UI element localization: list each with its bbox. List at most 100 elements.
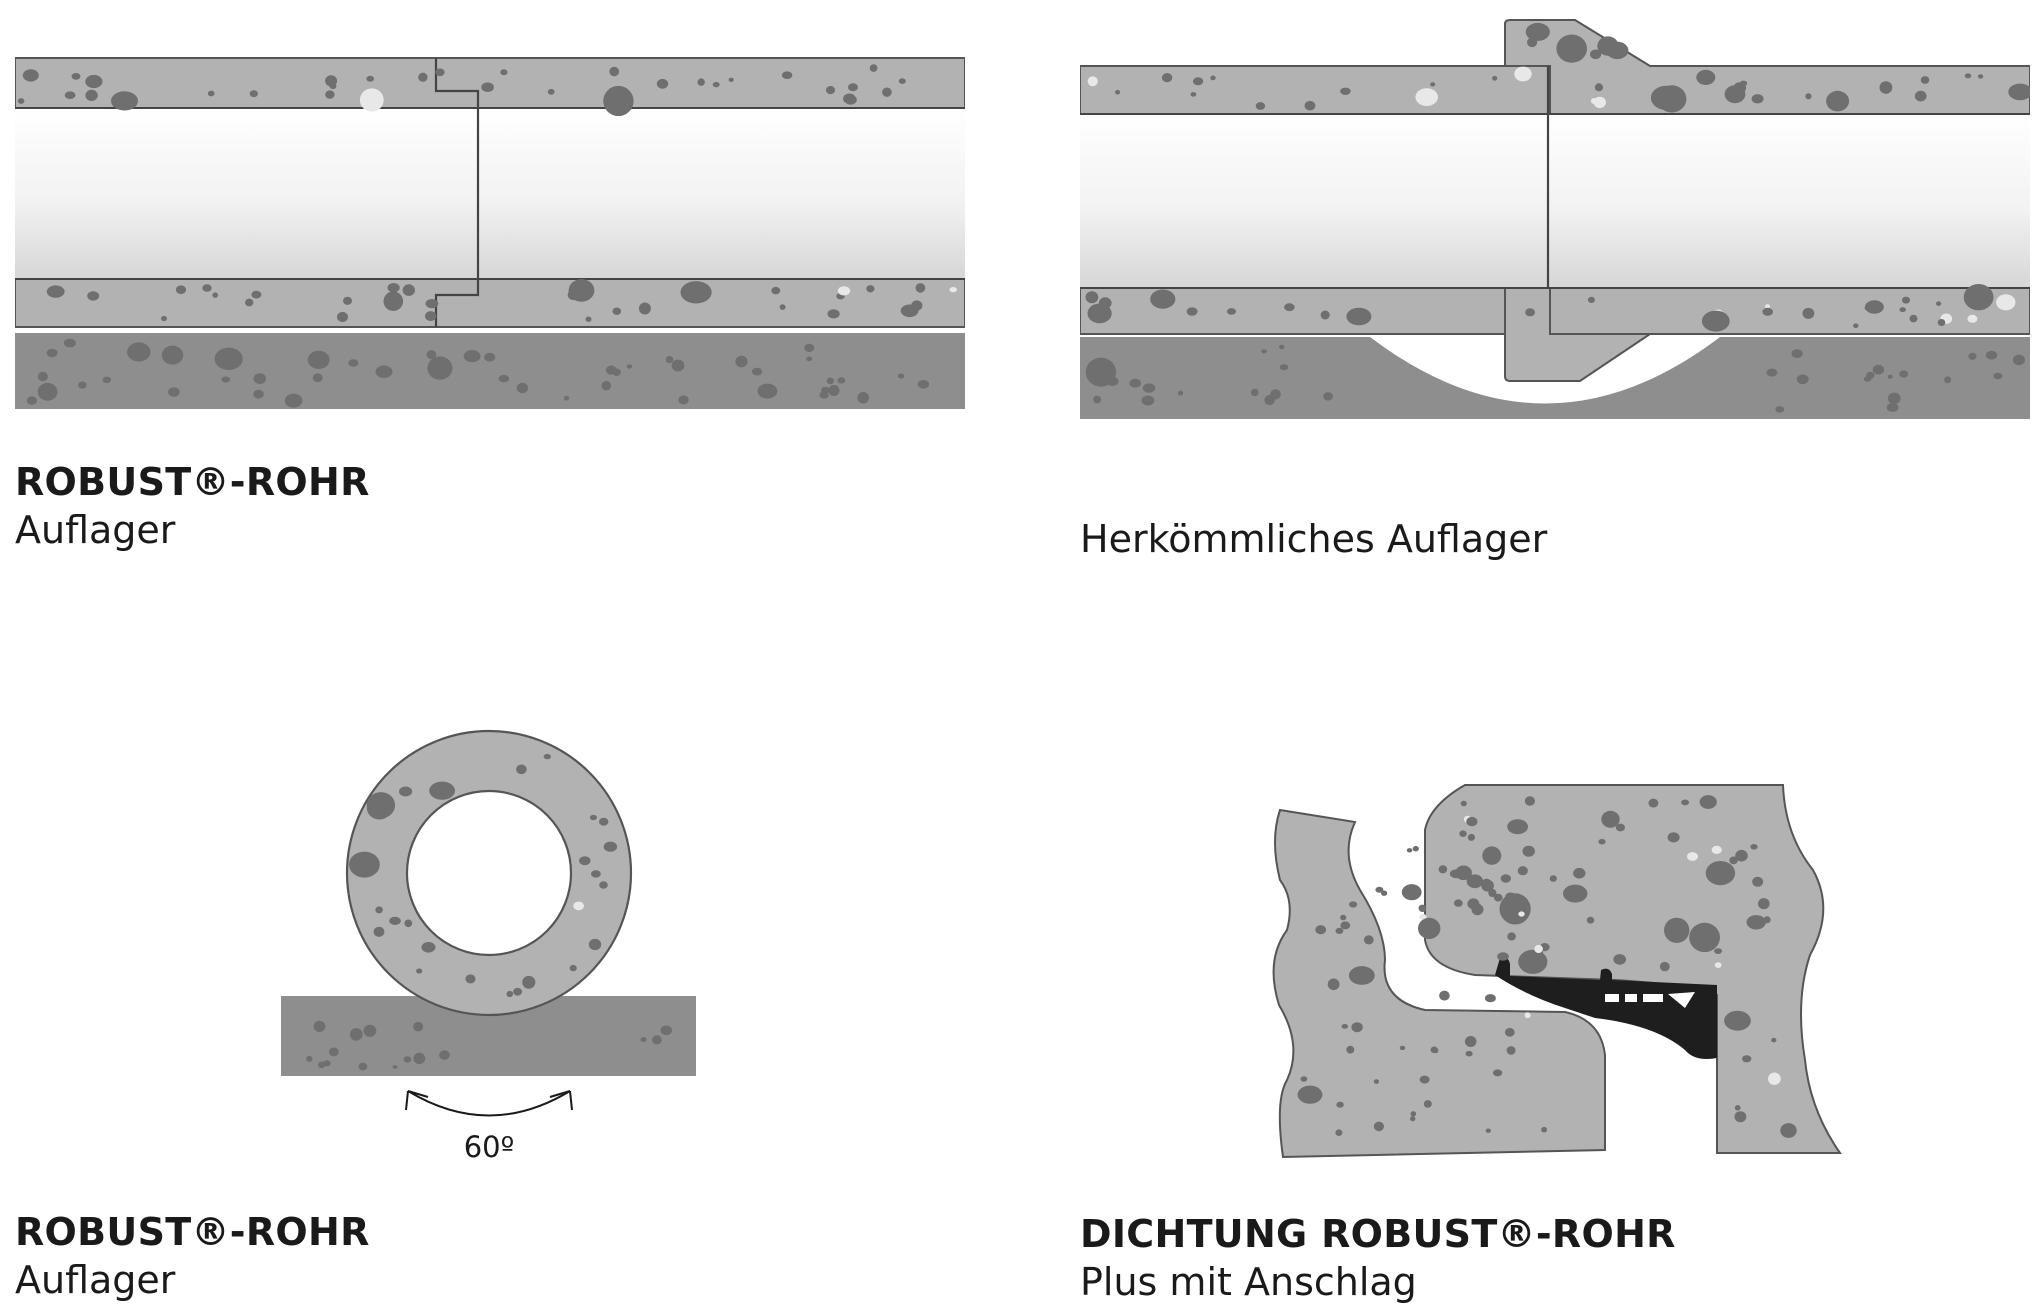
aggregate-pebble — [1500, 874, 1511, 883]
aggregate-pebble — [2008, 83, 2030, 101]
aggregate-pebble — [37, 382, 58, 401]
aggregate-pebble — [1438, 865, 1448, 874]
aggregate-pebble — [1279, 364, 1289, 371]
aggregate-pebble — [1466, 874, 1484, 889]
aggregate-pebble — [1453, 899, 1463, 907]
aggregate-pebble — [85, 89, 98, 101]
aggregate-pebble — [656, 78, 669, 89]
aggregate-pebble — [1518, 949, 1548, 974]
aggregate-pebble — [1129, 378, 1141, 388]
aggregate-pebble — [429, 781, 455, 800]
aggregate-pebble — [402, 284, 415, 296]
aggregate-pebble — [579, 856, 591, 866]
aggregate-pebble — [1587, 296, 1595, 303]
aggregate-pebble — [1696, 69, 1716, 85]
aggregate-pebble — [1601, 810, 1620, 828]
aggregate-pebble — [325, 75, 338, 87]
aggregate-pebble — [771, 286, 781, 295]
aggregate-pebble — [837, 377, 846, 384]
aggregate-pebble — [1449, 869, 1463, 879]
aggregate-pebble — [1158, 293, 1172, 305]
aggregate-pebble — [1853, 323, 1859, 329]
aggregate-pebble — [825, 86, 836, 95]
aggregate-pebble — [728, 77, 734, 82]
aggregate-pebble — [1590, 49, 1602, 60]
aggregate-pebble — [359, 88, 384, 112]
aggregate-pebble — [1493, 893, 1503, 902]
aggregate-pebble — [806, 356, 813, 362]
aggregate-pebble — [1466, 816, 1478, 827]
aggregate-pebble — [1967, 314, 1978, 323]
aggregate-pebble — [1977, 74, 1984, 79]
aggregate-pebble — [63, 338, 76, 348]
aggregate-pebble — [1944, 376, 1952, 384]
aggregate-pebble — [426, 350, 437, 360]
aggregate-pebble — [161, 345, 184, 365]
aggregate-pebble — [78, 381, 87, 389]
aggregate-pebble — [313, 1020, 326, 1033]
aggregate-pebble — [1488, 888, 1497, 898]
aggregate-pebble — [306, 1055, 313, 1062]
aggregate-pebble — [1419, 1075, 1430, 1084]
aggregate-pebble — [568, 279, 595, 302]
aggregate-pebble — [111, 91, 138, 111]
aggregate-pebble — [1507, 819, 1528, 835]
aggregate-pebble — [640, 1037, 647, 1043]
aggregate-pebble — [1556, 34, 1587, 63]
aggregate-pebble — [1261, 349, 1267, 354]
aggregate-pebble — [1659, 961, 1670, 972]
aggregate-pebble — [1902, 296, 1910, 304]
aggregate-pebble — [843, 93, 856, 104]
aggregate-pebble — [1507, 932, 1516, 941]
aggregate-pebble — [1482, 846, 1502, 865]
aggregate-pebble — [1517, 866, 1528, 876]
caption-title: ROBUST®-ROHR — [15, 1210, 370, 1254]
aggregate-pebble — [1886, 402, 1899, 412]
aggregate-pebble — [1866, 371, 1875, 379]
angle-arc — [407, 1090, 571, 1117]
aggregate-pebble — [1439, 990, 1450, 1001]
caption-subtitle: Plus mit Anschlag — [1080, 1260, 1417, 1304]
conventional-pipe-longitudinal-diagram — [1080, 15, 2030, 420]
aggregate-pebble — [404, 919, 413, 928]
aggregate-pebble — [680, 281, 712, 304]
pipe-bore — [405, 789, 573, 957]
aggregate-pebble — [416, 968, 423, 974]
aggregate-pebble — [251, 290, 262, 299]
aggregate-pebble — [949, 287, 957, 293]
aggregate-pebble — [1304, 100, 1316, 111]
aggregate-pebble — [1297, 1085, 1323, 1104]
aggregate-pebble — [64, 91, 76, 99]
aggregate-pebble — [1401, 884, 1422, 901]
aggregate-pebble — [1597, 36, 1619, 56]
aggregate-pebble — [1142, 383, 1156, 393]
aggregate-pebble — [1485, 1128, 1491, 1133]
aggregate-pebble — [358, 1062, 368, 1071]
aggregate-pebble — [1711, 845, 1722, 854]
aggregate-pebble — [87, 291, 100, 301]
aggregate-pebble — [1985, 350, 1998, 360]
aggregate-pebble — [318, 1061, 326, 1069]
aggregate-pebble — [1586, 916, 1595, 924]
aggregate-pebble — [249, 90, 258, 98]
pipe-bore — [15, 108, 965, 279]
aggregate-pebble — [1465, 1050, 1473, 1057]
aggregate-pebble — [202, 284, 212, 292]
aggregate-pebble — [1098, 297, 1112, 309]
aggregate-pebble — [46, 285, 65, 298]
aggregate-pebble — [403, 1056, 412, 1063]
aggregate-pebble — [671, 359, 685, 372]
aggregate-pebble — [498, 374, 509, 383]
aggregate-pebble — [1802, 307, 1815, 319]
aggregate-pebble — [1492, 1069, 1503, 1077]
aggregate-pebble — [1742, 1055, 1752, 1063]
aggregate-pebble — [1522, 845, 1535, 857]
aggregate-pebble — [207, 90, 215, 97]
caption-seal-detail: DICHTUNG ROBUST®-ROHR Plus mit Anschlag — [1080, 1210, 1676, 1306]
aggregate-pebble — [826, 377, 834, 385]
aggregate-pebble — [917, 380, 930, 389]
aggregate-pebble — [610, 96, 618, 102]
aggregate-pebble — [1525, 308, 1535, 317]
aggregate-pebble — [804, 343, 815, 352]
aggregate-pebble — [857, 392, 869, 404]
